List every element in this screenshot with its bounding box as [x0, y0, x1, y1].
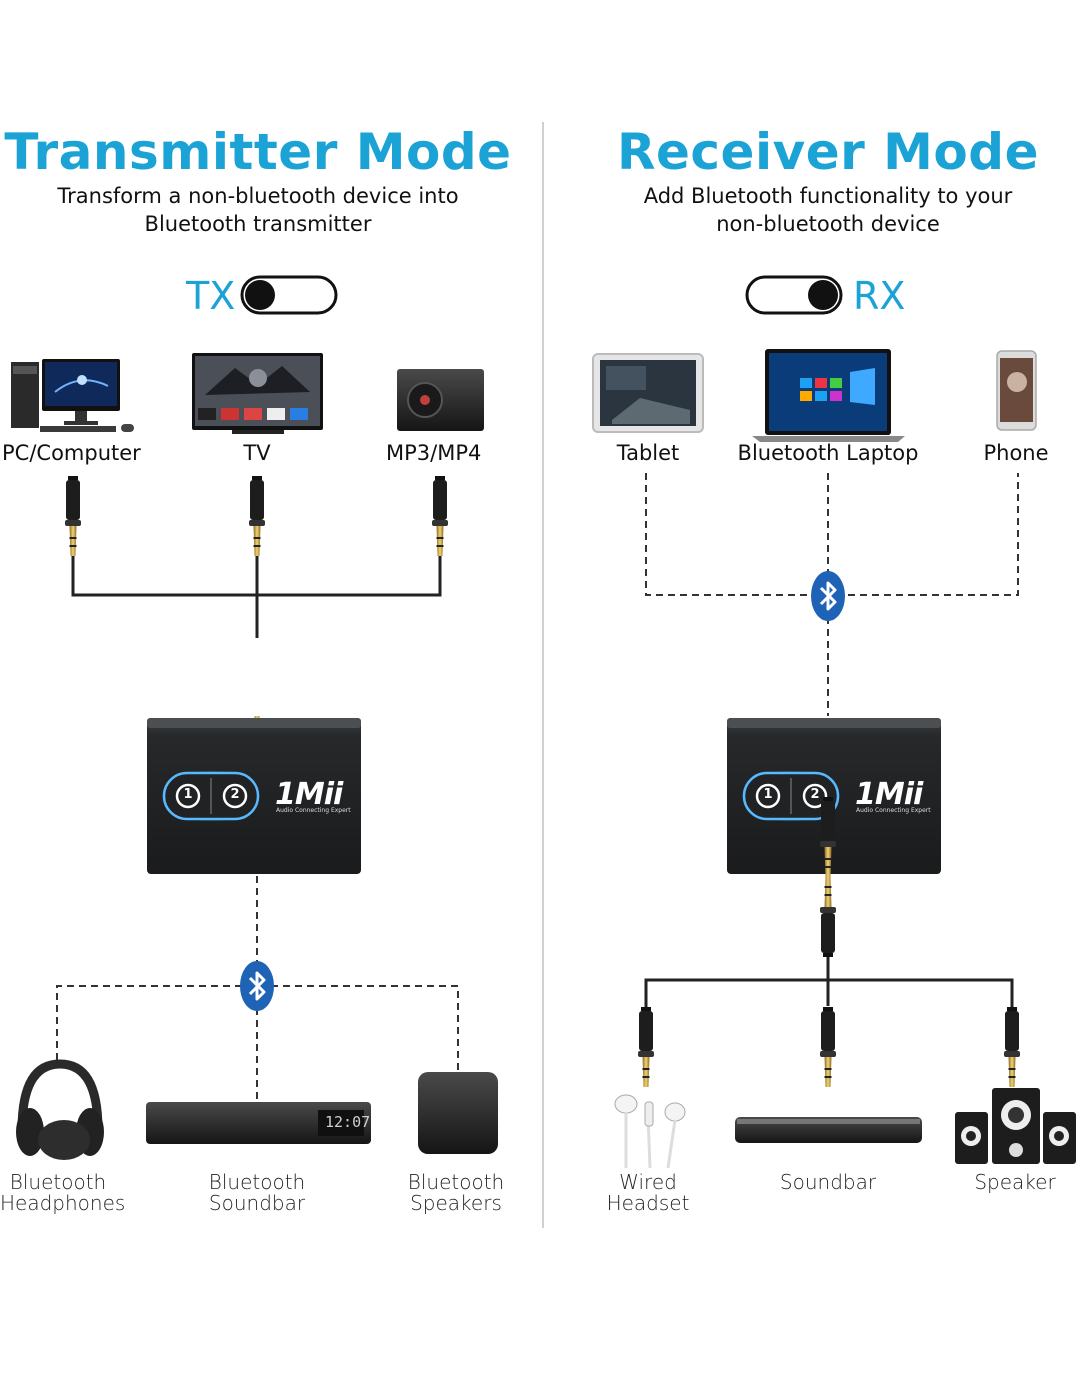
rx-output-speaker-line1: Speaker	[974, 1170, 1056, 1194]
mp3-player-icon	[397, 369, 484, 431]
tx-source-label-mp3: MP3/MP4	[386, 441, 482, 465]
receiver-subtitle-line2: non-bluetooth device	[716, 212, 940, 236]
rx-device-brand: 1Mii	[855, 777, 923, 812]
tx-button-1-label: 1	[183, 787, 193, 802]
rx-source-label-laptop: Bluetooth Laptop	[737, 441, 919, 465]
tablet-icon	[592, 353, 704, 433]
transmitter-subtitle-line2: Bluetooth transmitter	[144, 212, 372, 236]
tx-bluetooth-icon	[238, 959, 276, 1013]
tx-button-2-label: 2	[230, 787, 240, 802]
speaker-icon	[418, 1072, 498, 1154]
tx-toggle-switch	[240, 275, 338, 315]
rx-device-tagline: Audio Connecting Expert	[856, 807, 931, 814]
phone-icon	[996, 350, 1037, 431]
tx-mode-label: TX	[186, 274, 236, 318]
receiver-mode-title: Receiver Mode	[617, 123, 1039, 181]
transmitter-subtitle-line1: Transform a non-bluetooth device into	[57, 184, 459, 208]
tx-device-brand: 1Mii	[275, 777, 343, 812]
earphones-icon	[614, 1094, 686, 1169]
tx-source-label-tv: TV	[243, 441, 271, 465]
tx-audio-cable	[71, 556, 442, 638]
rx-output-soundbar-line1: Soundbar	[779, 1170, 877, 1194]
tx-output-headphones-line2: Headphones	[0, 1191, 126, 1215]
transmitter-mode-title: Transmitter Mode	[4, 123, 512, 181]
tv-icon	[192, 353, 323, 434]
rx-toggle-switch	[745, 275, 843, 315]
rx-button-2-label: 2	[810, 787, 820, 802]
pc-computer-icon	[11, 359, 134, 432]
tx-device-tagline: Audio Connecting Expert	[276, 807, 351, 814]
laptop-icon	[752, 349, 905, 442]
soundbar-icon	[735, 1117, 922, 1143]
rx-output-headset-line1: Wired	[619, 1170, 677, 1194]
receiver-subtitle-line1: Add Bluetooth functionality to your	[643, 184, 1013, 208]
tx-output-speakers-line1: Bluetooth	[407, 1170, 505, 1194]
soundbar-icon	[146, 1102, 371, 1144]
rx-button-1-label: 1	[763, 787, 773, 802]
rx-bluetooth-icon	[809, 569, 847, 623]
rx-source-label-tablet: Tablet	[616, 441, 680, 465]
tx-output-speakers-line2: Speakers	[410, 1191, 502, 1215]
rx-source-label-phone: Phone	[983, 441, 1049, 465]
headphones-icon	[16, 1059, 104, 1160]
rx-output-headset-line2: Headset	[606, 1191, 690, 1215]
rx-audio-cable	[644, 957, 1014, 1010]
speaker-system-icon	[955, 1088, 1076, 1164]
soundbar-clock-display: 12:07	[325, 1113, 371, 1131]
rx-mode-label: RX	[853, 274, 906, 318]
tx-output-soundbar-line2: Soundbar	[208, 1191, 306, 1215]
tx-output-soundbar-line1: Bluetooth	[208, 1170, 306, 1194]
tx-output-headphones-line1: Bluetooth	[9, 1170, 107, 1194]
tx-source-label-pc: PC/Computer	[2, 441, 141, 465]
